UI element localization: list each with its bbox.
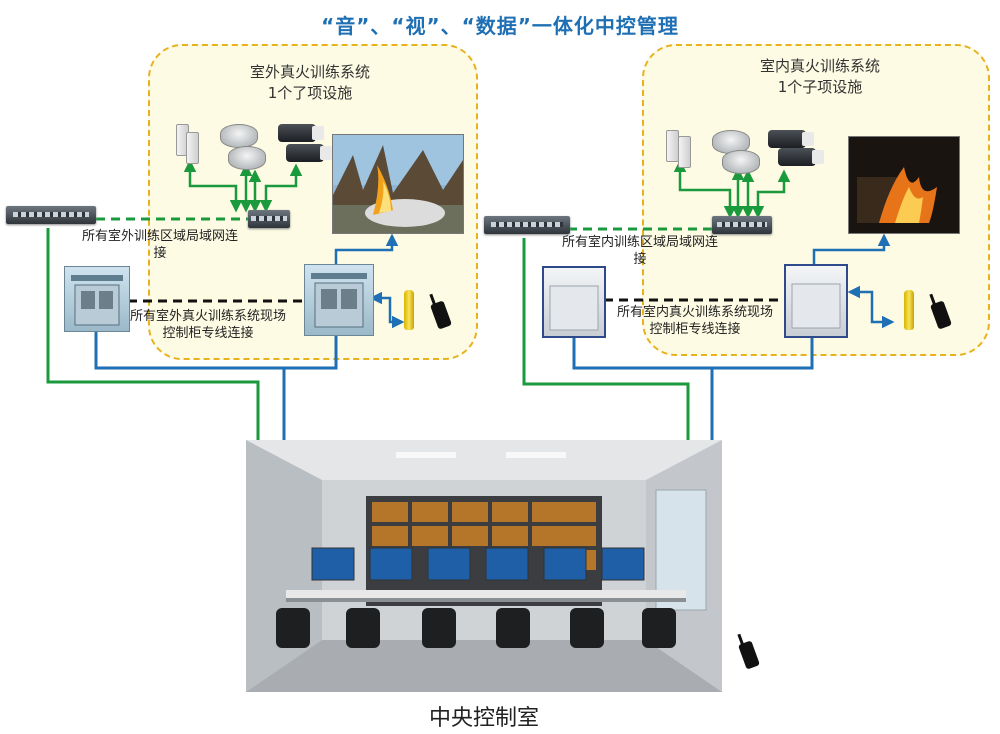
outdoor-bullet-camera-1	[278, 124, 324, 142]
outdoor-zone-title: 室外真火训练系统 1个了项设施	[190, 62, 430, 104]
diagram-title: “音”、“视”、“数据”一体化中控管理	[321, 14, 679, 38]
outdoor-zone-subtitle: 1个了项设施	[267, 84, 353, 102]
indoor-fire-photo	[848, 136, 960, 234]
outdoor-cabinet-remote	[64, 266, 130, 332]
indoor-cabinet-label: 所有室内真火训练系统现场控制柜专线连接	[616, 305, 773, 337]
indoor-zone-subtitle: 1个子项设施	[777, 78, 863, 96]
indoor-zone-title-text: 室内真火训练系统	[759, 57, 880, 75]
indoor-bullet-camera-1	[768, 130, 814, 148]
indoor-dome-camera-2	[722, 150, 760, 174]
indoor-cabinet-local	[784, 264, 848, 338]
outdoor-bullet-camera-2	[286, 144, 332, 162]
indoor-core-switch	[484, 216, 570, 234]
indoor-cabinet-remote	[542, 266, 606, 338]
indoor-lan-label: 所有室内训练区域局域网连接	[561, 235, 718, 267]
outdoor-sensor-2	[186, 132, 199, 164]
indoor-gas-detector	[904, 290, 914, 330]
outdoor-dome-camera-2	[228, 146, 266, 170]
outdoor-local-switch	[248, 210, 290, 228]
outdoor-dome-camera-1	[220, 124, 258, 148]
outdoor-zone-title-text: 室外真火训练系统	[249, 63, 370, 81]
indoor-zone-title: 室内真火训练系统 1个子项设施	[700, 56, 940, 98]
indoor-bullet-camera-2	[778, 148, 824, 166]
outdoor-cabinet-local	[304, 264, 374, 336]
outdoor-fire-photo	[332, 134, 464, 234]
control-room-caption: 中央控制室	[428, 706, 539, 731]
indoor-sensor-2	[678, 136, 691, 168]
outdoor-core-switch	[6, 206, 96, 224]
outdoor-gas-detector	[404, 290, 414, 330]
outdoor-cabinet-label: 所有室外真火训练系统现场控制柜专线连接	[129, 309, 286, 341]
control-room-image	[246, 440, 722, 692]
outdoor-lan-label: 所有室外训练区域局域网连接	[81, 229, 238, 261]
indoor-local-switch	[712, 216, 772, 234]
